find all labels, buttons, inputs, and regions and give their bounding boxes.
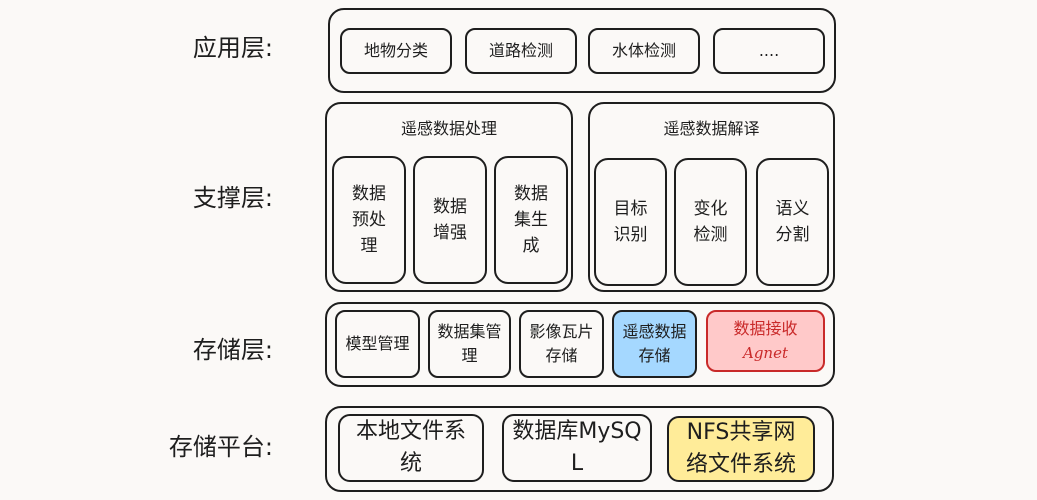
support-layer-label: 支撑层: (192, 184, 273, 212)
receive-agent-title: 数据接收 (733, 319, 798, 338)
support-item-augmentation: 数据增强 (413, 156, 487, 284)
platform-layer-label: 存储平台: (168, 433, 273, 461)
support-item-preprocessing: 数据预处理 (332, 156, 406, 284)
storage-item-dataset-management: 数据集管理 (428, 310, 511, 378)
support-item-semantic-segmentation: 语义分割 (756, 158, 829, 286)
storage-item-rs-data-storage: 遥感数据存储 (612, 310, 697, 378)
app-item-road-detection: 道路检测 (465, 28, 577, 74)
support-item-change-detection: 变化检测 (674, 158, 747, 286)
support-item-target-recognition: 目标识别 (594, 158, 667, 286)
storage-item-data-receive-agent: 数据接收 Agnet (706, 310, 825, 372)
app-item-land-classification: 地物分类 (340, 28, 452, 74)
storage-item-model-management: 模型管理 (335, 310, 420, 378)
storage-layer-label: 存储层: (192, 336, 273, 364)
app-layer-label: 应用层: (192, 34, 273, 62)
storage-item-tile-storage: 影像瓦片存储 (519, 310, 604, 378)
platform-item-nfs: NFS共享网络文件系统 (667, 416, 815, 482)
receive-agent-subtitle: Agnet (742, 344, 788, 362)
app-item-more: .... (713, 28, 825, 74)
platform-item-mysql: 数据库MySQL (502, 414, 652, 482)
interpretation-group-title: 遥感数据解译 (663, 119, 760, 138)
processing-group-title: 遥感数据处理 (400, 119, 497, 138)
platform-item-local-fs: 本地文件系统 (338, 414, 484, 482)
support-item-dataset-generation: 数据集生成 (494, 156, 568, 284)
app-item-water-detection: 水体检测 (588, 28, 700, 74)
